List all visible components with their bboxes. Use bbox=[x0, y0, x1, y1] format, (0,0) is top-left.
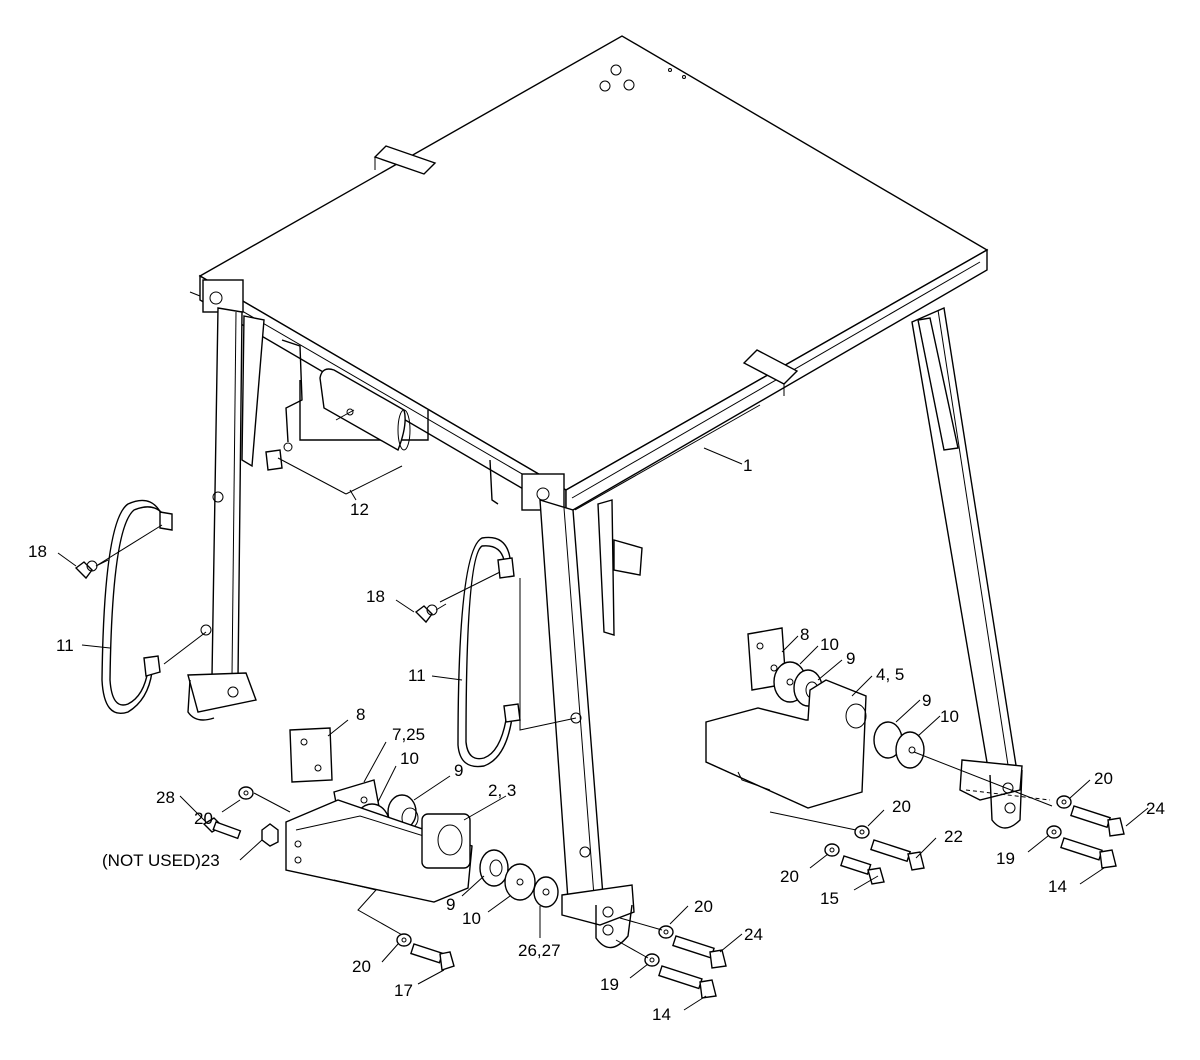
callout-10-rear-a: 10 bbox=[820, 635, 839, 654]
callout-18-right: 18 bbox=[366, 587, 385, 606]
callout-20-e: 20 bbox=[780, 867, 799, 886]
callout-8-rear: 8 bbox=[800, 625, 809, 644]
leader-lines bbox=[57, 447, 1149, 1011]
callout-14-front: 14 bbox=[652, 1005, 671, 1024]
callout-10-rear-b: 10 bbox=[940, 707, 959, 726]
callout-labels: 1 12 18 18 11 11 8 7,25 10 9 2, 3 28 20 … bbox=[28, 456, 1165, 1024]
callout-10-front-b: 10 bbox=[462, 909, 481, 928]
canopy-roof bbox=[189, 35, 989, 516]
front-right-leg bbox=[539, 499, 643, 949]
callout-22: 22 bbox=[944, 827, 963, 846]
callout-20-f: 20 bbox=[1094, 769, 1113, 788]
callout-24-front: 24 bbox=[744, 925, 763, 944]
callout-26-27: 26,27 bbox=[518, 941, 561, 960]
callout-2-3: 2, 3 bbox=[488, 781, 516, 800]
front-left-leg bbox=[187, 307, 265, 721]
callout-9-front-b: 9 bbox=[446, 895, 455, 914]
callout-18-left: 18 bbox=[28, 542, 47, 561]
callout-14-rear: 14 bbox=[1048, 877, 1067, 896]
callout-17: 17 bbox=[394, 981, 413, 1000]
callout-8-front: 8 bbox=[356, 705, 365, 724]
callout-15: 15 bbox=[820, 889, 839, 908]
rear-right-leg bbox=[911, 306, 1051, 829]
rear-mount-bracket bbox=[265, 339, 499, 505]
callout-9-front-a: 9 bbox=[454, 761, 463, 780]
callout-11-right: 11 bbox=[408, 666, 426, 685]
front-mount-assembly bbox=[202, 727, 559, 971]
handle-screws bbox=[74, 524, 577, 731]
grab-handle-right bbox=[457, 536, 521, 768]
callout-9-rear-a: 9 bbox=[846, 649, 855, 668]
callout-11-left: 11 bbox=[56, 636, 74, 655]
callout-12: 12 bbox=[350, 500, 369, 519]
callout-19-rear: 19 bbox=[996, 849, 1015, 868]
callout-10-front-a: 10 bbox=[400, 749, 419, 768]
rear-mount-assembly bbox=[705, 627, 1053, 885]
callout-7-25: 7,25 bbox=[392, 725, 425, 744]
callout-4-5: 4, 5 bbox=[876, 665, 904, 684]
callout-20-a: 20 bbox=[194, 809, 213, 828]
callout-20-d: 20 bbox=[892, 797, 911, 816]
callout-19-front: 19 bbox=[600, 975, 619, 994]
leg-bolts bbox=[615, 795, 1125, 999]
callout-20-c: 20 bbox=[694, 897, 713, 916]
callout-9-rear-b: 9 bbox=[922, 691, 931, 710]
callout-20-b: 20 bbox=[352, 957, 371, 976]
callout-24-rear: 24 bbox=[1146, 799, 1165, 818]
callout-1: 1 bbox=[743, 456, 752, 475]
grab-handle-left bbox=[101, 499, 173, 714]
callout-28: 28 bbox=[156, 788, 175, 807]
callout-not-used-23: (NOT USED)23 bbox=[102, 851, 220, 870]
